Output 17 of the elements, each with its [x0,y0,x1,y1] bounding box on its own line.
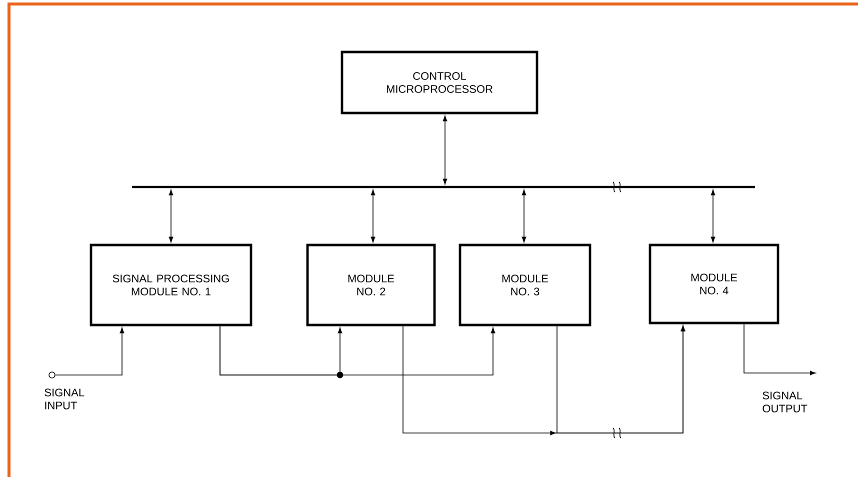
module-box: MODULE NO. 4 [648,244,780,324]
module-box: CONTROL MICROPROCESSOR [340,50,538,114]
arrow [550,326,686,436]
arrow [744,324,816,376]
module-box: MODULE NO. 3 [458,244,592,326]
arrow [710,190,716,242]
arrow [522,190,526,242]
arrow [220,326,496,376]
arrow [55,328,124,376]
signal-label: SIGNAL OUTPUT [762,392,808,412]
module-box: MODULE NO. 2 [306,244,436,326]
module-box: SIGNAL PROCESSING MODULE NO. 1 [90,244,252,326]
arrow [370,190,376,242]
input-terminal [48,372,56,378]
arrow [442,116,448,184]
arrow [168,190,174,242]
signal-label: SIGNAL INPUT [44,388,84,410]
